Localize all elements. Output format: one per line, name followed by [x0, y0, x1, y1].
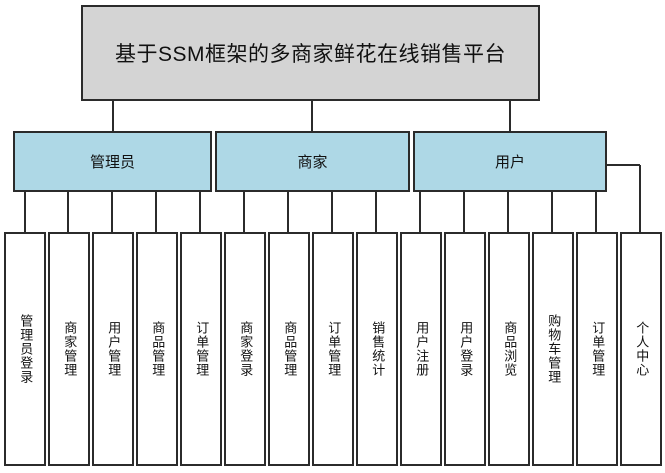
leaf-label: 商品浏览: [502, 321, 518, 377]
leaf-label: 用户注册: [414, 321, 430, 377]
leaf-label: 用户管理: [106, 321, 122, 377]
leaf-node: 用户登录: [444, 232, 486, 466]
leaf-node: 管理员登录: [4, 232, 46, 466]
leaf-node: 订单管理: [576, 232, 618, 466]
leaf-label: 订单管理: [326, 321, 342, 377]
leaf-node: 用户注册: [400, 232, 442, 466]
leaf-node: 订单管理: [180, 232, 222, 466]
leaf-label: 商家登录: [238, 321, 254, 377]
leaf-node: 商品浏览: [488, 232, 530, 466]
leaf-label: 销售统计: [370, 321, 386, 377]
leaf-label: 商家管理: [62, 321, 78, 377]
leaf-node: 商品管理: [268, 232, 310, 466]
leaf-node: 用户管理: [92, 232, 134, 466]
leaf-label: 个人中心: [634, 321, 650, 377]
role-label-admin: 管理员: [89, 154, 135, 171]
leaf-label: 商品管理: [150, 321, 166, 377]
leaf-node: 商品管理: [136, 232, 178, 466]
leaf-label: 订单管理: [590, 321, 606, 377]
leaf-label: 用户登录: [458, 321, 474, 377]
leaf-label: 购物车管理: [546, 314, 562, 384]
diagram-title-node: 基于SSM框架的多商家鲜花在线销售平台: [81, 5, 540, 101]
role-node-merchant: 商家: [215, 131, 410, 192]
role-label-merchant: 商家: [297, 154, 328, 171]
diagram-title-label: 基于SSM框架的多商家鲜花在线销售平台: [114, 43, 506, 66]
leaf-label: 订单管理: [194, 321, 210, 377]
leaf-node: 购物车管理: [532, 232, 574, 466]
role-node-admin: 管理员: [13, 131, 212, 192]
leaf-node: 个人中心: [620, 232, 662, 466]
role-label-user: 用户: [494, 154, 525, 171]
leaf-label: 管理员登录: [18, 314, 34, 384]
leaf-label: 商品管理: [282, 321, 298, 377]
role-node-user: 用户: [413, 131, 607, 192]
leaf-node: 商家登录: [224, 232, 266, 466]
leaf-node: 商家管理: [48, 232, 90, 466]
leaf-node: 订单管理: [312, 232, 354, 466]
leaf-node: 销售统计: [356, 232, 398, 466]
